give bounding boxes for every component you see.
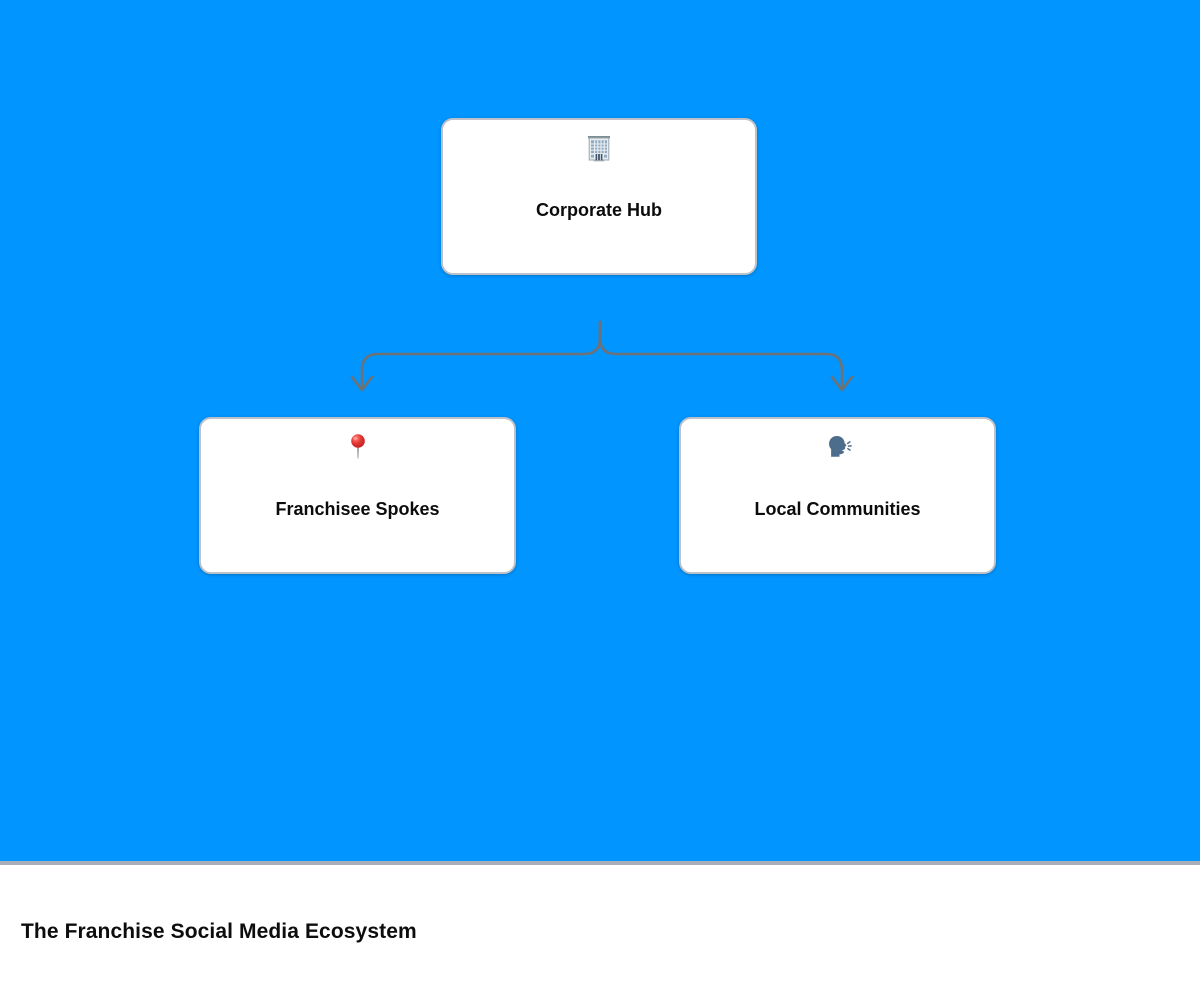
node-label: Franchisee Spokes — [275, 499, 440, 519]
node-corporate-hub[interactable]: Corporate Hub — [441, 118, 757, 275]
caption-bar: The Franchise Social Media Ecosystem — [0, 865, 1200, 1000]
arrowhead-left — [350, 375, 374, 392]
round-pushpin-icon — [343, 432, 373, 462]
canvas-divider — [0, 861, 1200, 865]
node-franchisee-spokes[interactable]: Franchisee Spokes — [199, 417, 516, 574]
node-label: Local Communities — [754, 499, 921, 519]
node-local-communities[interactable]: Local Communities — [679, 417, 996, 574]
speaking-head-icon — [823, 432, 853, 462]
edge-hub-to-franchisee — [360, 320, 602, 390]
node-label: Corporate Hub — [536, 200, 662, 220]
edge-hub-to-communities — [598, 320, 844, 390]
arrowhead-right — [830, 375, 854, 392]
office-building-icon — [584, 133, 614, 163]
diagram-canvas: Corporate Hub Franch — [0, 0, 1200, 861]
diagram-title: The Franchise Social Media Ecosystem — [21, 920, 417, 943]
